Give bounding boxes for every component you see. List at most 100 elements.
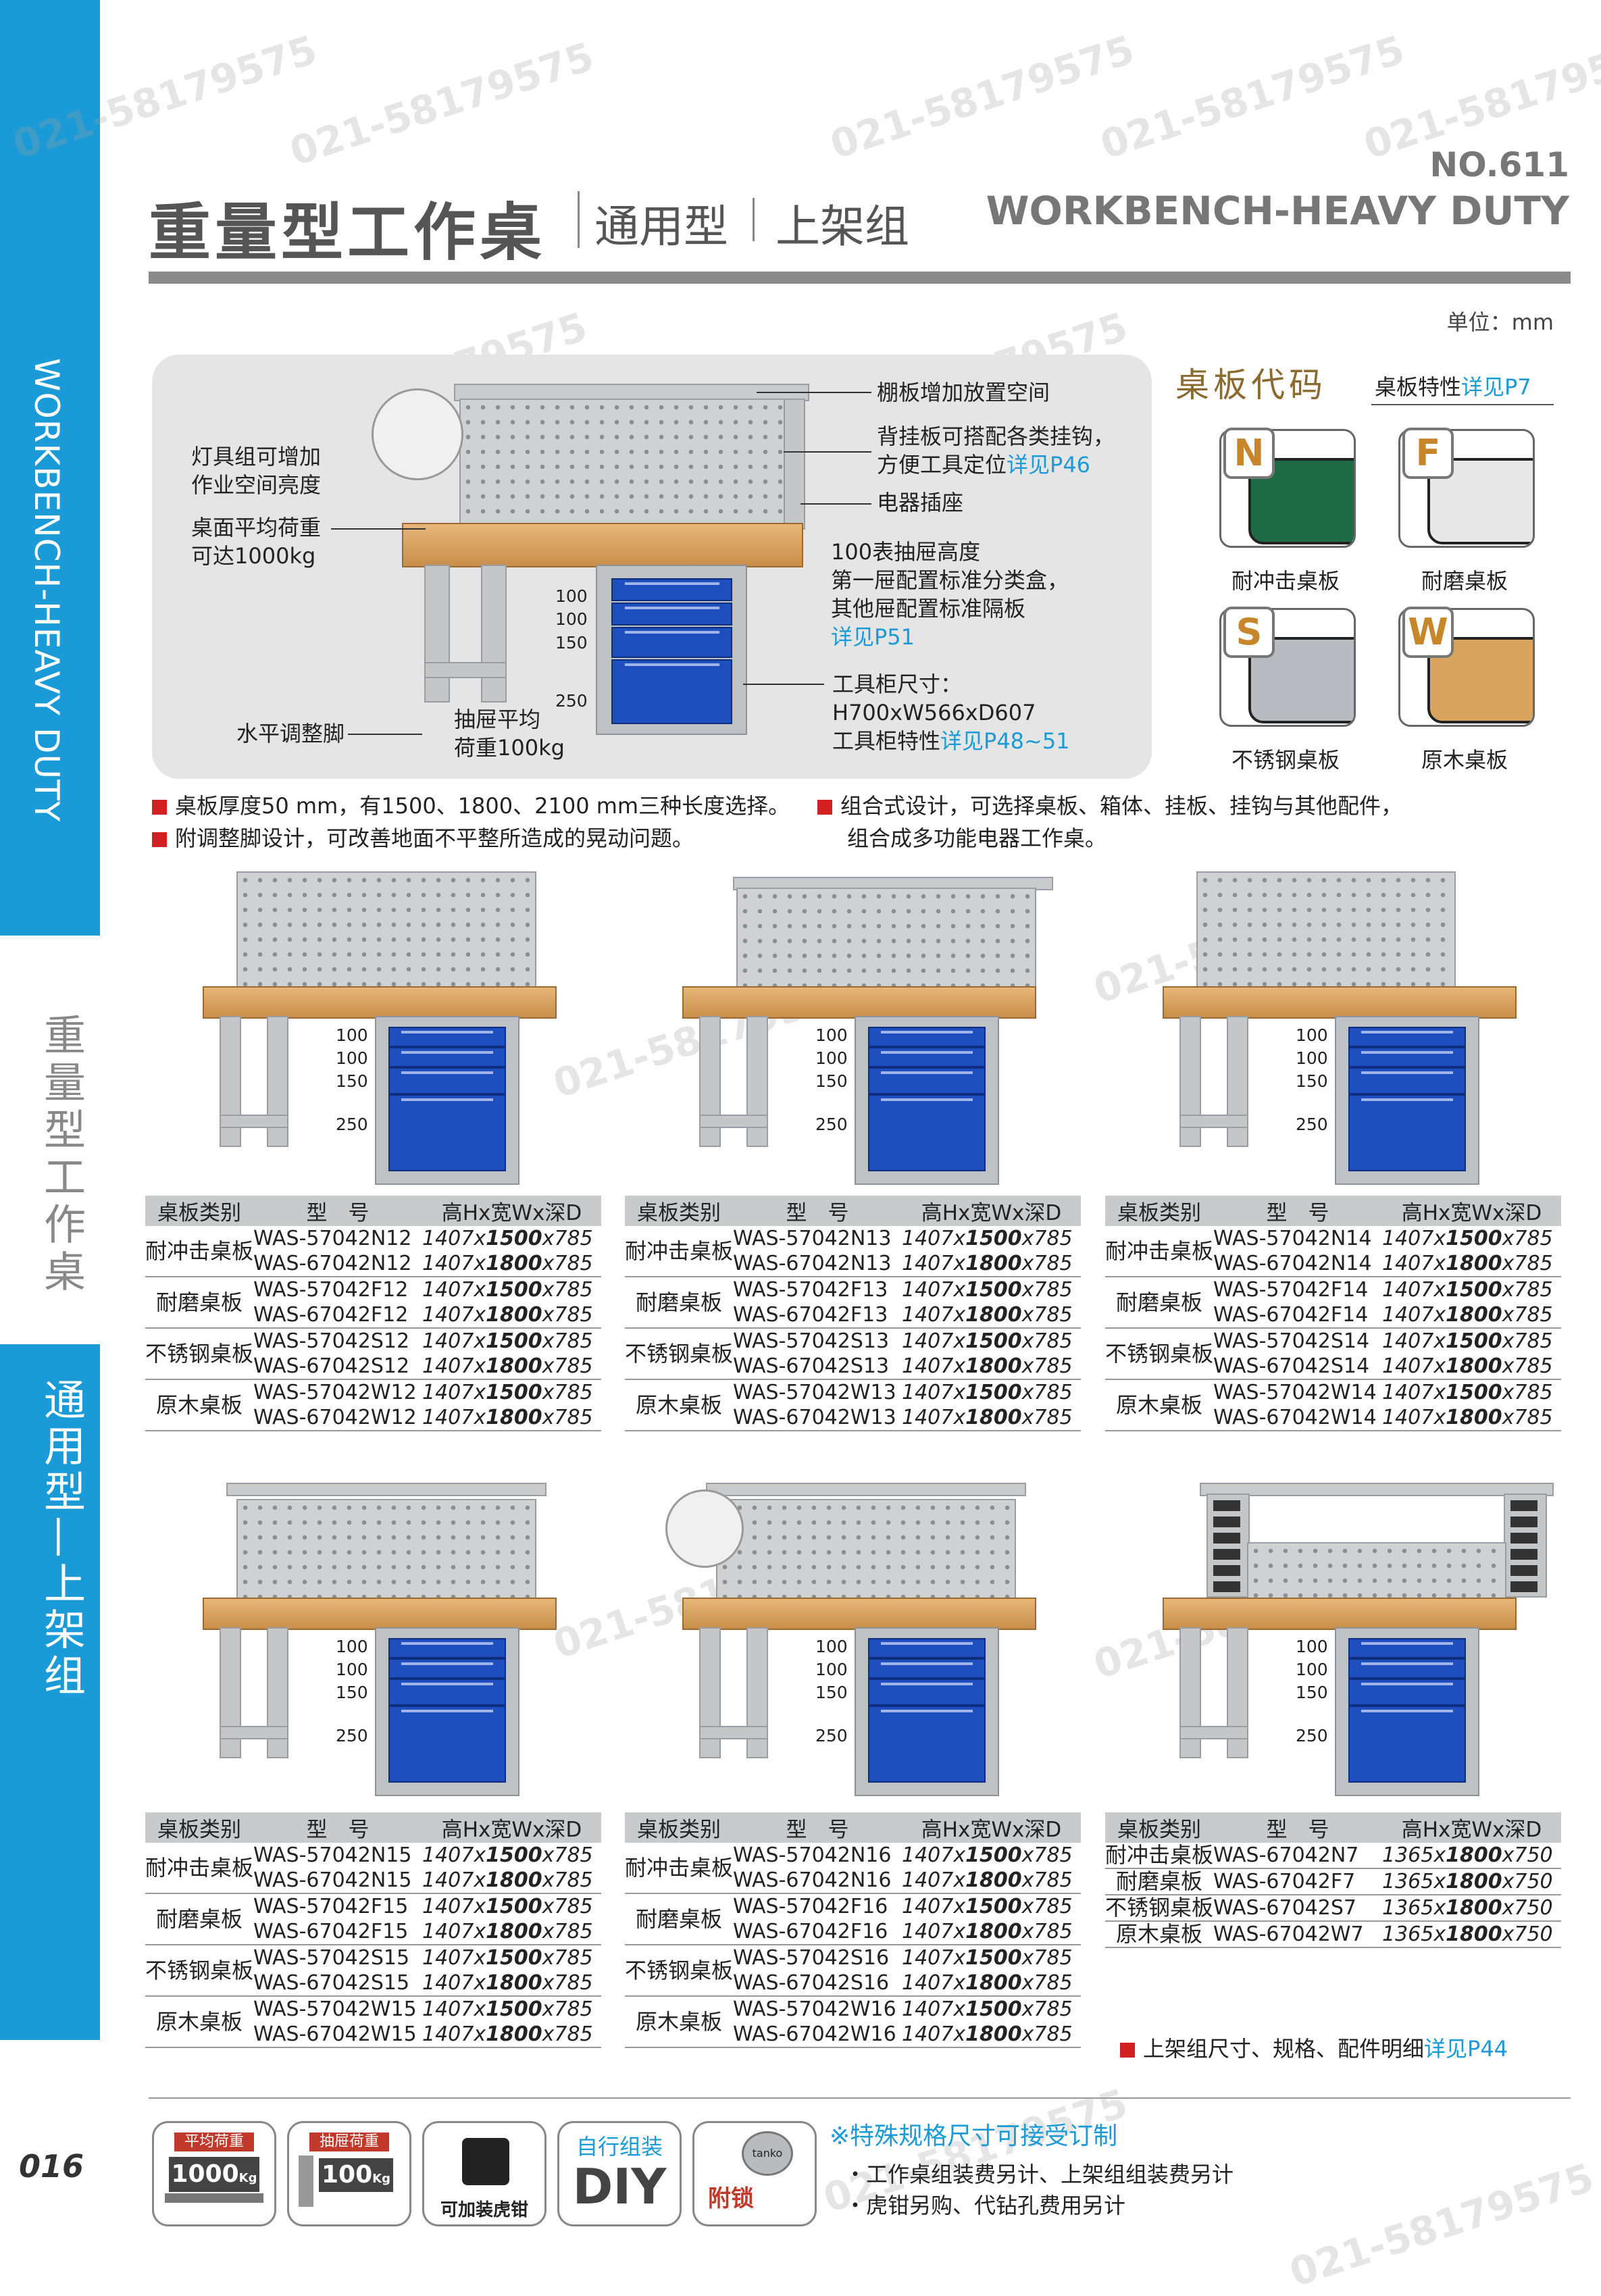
drawer-height-label: 100 bbox=[336, 1025, 368, 1045]
storage-bin bbox=[1510, 1500, 1538, 1511]
callout-line bbox=[348, 734, 422, 735]
callout-lamp: 灯具组可增加作业空间亮度 bbox=[191, 444, 322, 498]
drawer bbox=[868, 1638, 986, 1658]
tabletop-type: 原木桌板 bbox=[1105, 1379, 1213, 1431]
shelf-page-link[interactable]: 详见P44 bbox=[1424, 2036, 1508, 2062]
vise-fee-note: ・虎钳另购、代钻孔费用另计 bbox=[844, 2193, 1126, 2218]
top-shelf bbox=[226, 1483, 547, 1496]
tabletop-code-name: 原木桌板 bbox=[1421, 747, 1508, 773]
drawer bbox=[388, 1067, 506, 1094]
dimensions: 1365x1800x750 bbox=[1382, 1843, 1561, 1869]
drawer bbox=[1348, 1047, 1466, 1067]
spec-table-header: 桌板类别型 号高Hx宽Wx深D bbox=[145, 1196, 601, 1226]
spec-header-cat: 桌板类别 bbox=[1105, 1196, 1213, 1226]
callout-line bbox=[757, 392, 871, 393]
sidebar-subcategory-title: 通用型—上架组 bbox=[36, 1378, 86, 1700]
shelf-note: 上架组尺寸、规格、配件明细详见P44 bbox=[1120, 2033, 1508, 2064]
drawer-height-label: 100 bbox=[555, 609, 588, 629]
top-shelf bbox=[1200, 1483, 1554, 1496]
spec-header-dim: 高Hx宽Wx深D bbox=[422, 1812, 601, 1843]
spec-header-cat: 桌板类别 bbox=[625, 1196, 733, 1226]
assembly-fee-note: ・工作桌组装费另计、上架组组装费另计 bbox=[844, 2162, 1234, 2187]
spec-table-header: 桌板类别型 号高Hx宽Wx深D bbox=[625, 1196, 1081, 1226]
tabletop-type: 不锈钢桌板 bbox=[625, 1328, 733, 1380]
drawer-height-label: 150 bbox=[336, 1071, 368, 1091]
pegboard-panel bbox=[736, 888, 1036, 992]
tabletop-note: 桌板特性详见P7 bbox=[1375, 374, 1531, 400]
drawer bbox=[388, 1094, 506, 1171]
icon-value: DIY bbox=[572, 2158, 667, 2215]
drawer-page-link[interactable]: 详见P51 bbox=[831, 624, 915, 650]
tabletop-code-letter: W bbox=[1402, 607, 1454, 658]
spec-table-header: 桌板类别型 号高Hx宽Wx深D bbox=[1105, 1812, 1561, 1843]
callout-line bbox=[743, 684, 824, 685]
tabletop-type: 耐磨桌板 bbox=[625, 1893, 733, 1945]
tabletop-type: 耐冲击桌板 bbox=[145, 1226, 253, 1277]
pegboard-page-link[interactable]: 详见P46 bbox=[1007, 452, 1091, 478]
drawer-height-label: 100 bbox=[555, 586, 588, 606]
tabletop-type: 耐磨桌板 bbox=[145, 1893, 253, 1945]
tabletop-type: 耐磨桌板 bbox=[1105, 1277, 1213, 1329]
tabletop-code-letter: F bbox=[1402, 428, 1454, 479]
icon-caption: 抽屉荷重 bbox=[309, 2133, 389, 2151]
drawer bbox=[1348, 1067, 1466, 1094]
tabletop-type: 耐冲击桌板 bbox=[1105, 1842, 1214, 1869]
drawer-height-label: 150 bbox=[1296, 1683, 1328, 1702]
callout-drawer: 100表抽屉高度第一屉配置标准分类盒，其他屉配置标准隔板详见P51 bbox=[831, 539, 1069, 650]
wood-top bbox=[402, 523, 803, 567]
wood-top bbox=[203, 1598, 557, 1630]
wood-top bbox=[682, 986, 1036, 1019]
drawer-height-label: 150 bbox=[555, 633, 588, 653]
feature-bullet: 附调整脚设计，可改善地面不平整所造成的晃动问题。 bbox=[152, 823, 694, 854]
leg-brace bbox=[699, 1726, 768, 1739]
drawer-height-label: 100 bbox=[1296, 1637, 1328, 1656]
tabletop-type: 耐磨桌板 bbox=[145, 1277, 253, 1329]
dimensions: 1365x1800x750 bbox=[1382, 1895, 1561, 1922]
header-rule bbox=[149, 272, 1571, 284]
tabletop-code-name: 耐冲击桌板 bbox=[1231, 568, 1340, 594]
wood-top bbox=[1163, 986, 1517, 1019]
drawer bbox=[388, 1679, 506, 1706]
pegboard-panel bbox=[459, 399, 800, 530]
callout-shelf: 棚板增加放置空间 bbox=[877, 380, 1050, 405]
drawer-height-label: 150 bbox=[1296, 1071, 1328, 1091]
lamp-detail-circle bbox=[665, 1489, 744, 1568]
drawer-height-label: 100 bbox=[1296, 1660, 1328, 1679]
model-number: WAS-67042S7 bbox=[1213, 1895, 1382, 1922]
tabletop-type: 不锈钢桌板 bbox=[1105, 1328, 1213, 1380]
lock-icon: tanko 附锁 bbox=[692, 2121, 817, 2226]
tabletop-type: 耐冲击桌板 bbox=[145, 1843, 253, 1894]
spec-header-model: 型 号 bbox=[1213, 1196, 1382, 1226]
cabinet-page-link[interactable]: 详见P48~51 bbox=[940, 728, 1070, 754]
drawer bbox=[611, 659, 732, 724]
spec-header-dim: 高Hx宽Wx深D bbox=[422, 1196, 601, 1226]
tabletop-page-link[interactable]: 详见P7 bbox=[1461, 374, 1531, 400]
leg-brace bbox=[424, 662, 507, 678]
drawer-icon-shape bbox=[299, 2155, 313, 2207]
page-number: 016 bbox=[19, 2148, 84, 2185]
callout-pegboard: 背挂板可搭配各类挂钩，方便工具定位详见P46 bbox=[877, 424, 1115, 478]
